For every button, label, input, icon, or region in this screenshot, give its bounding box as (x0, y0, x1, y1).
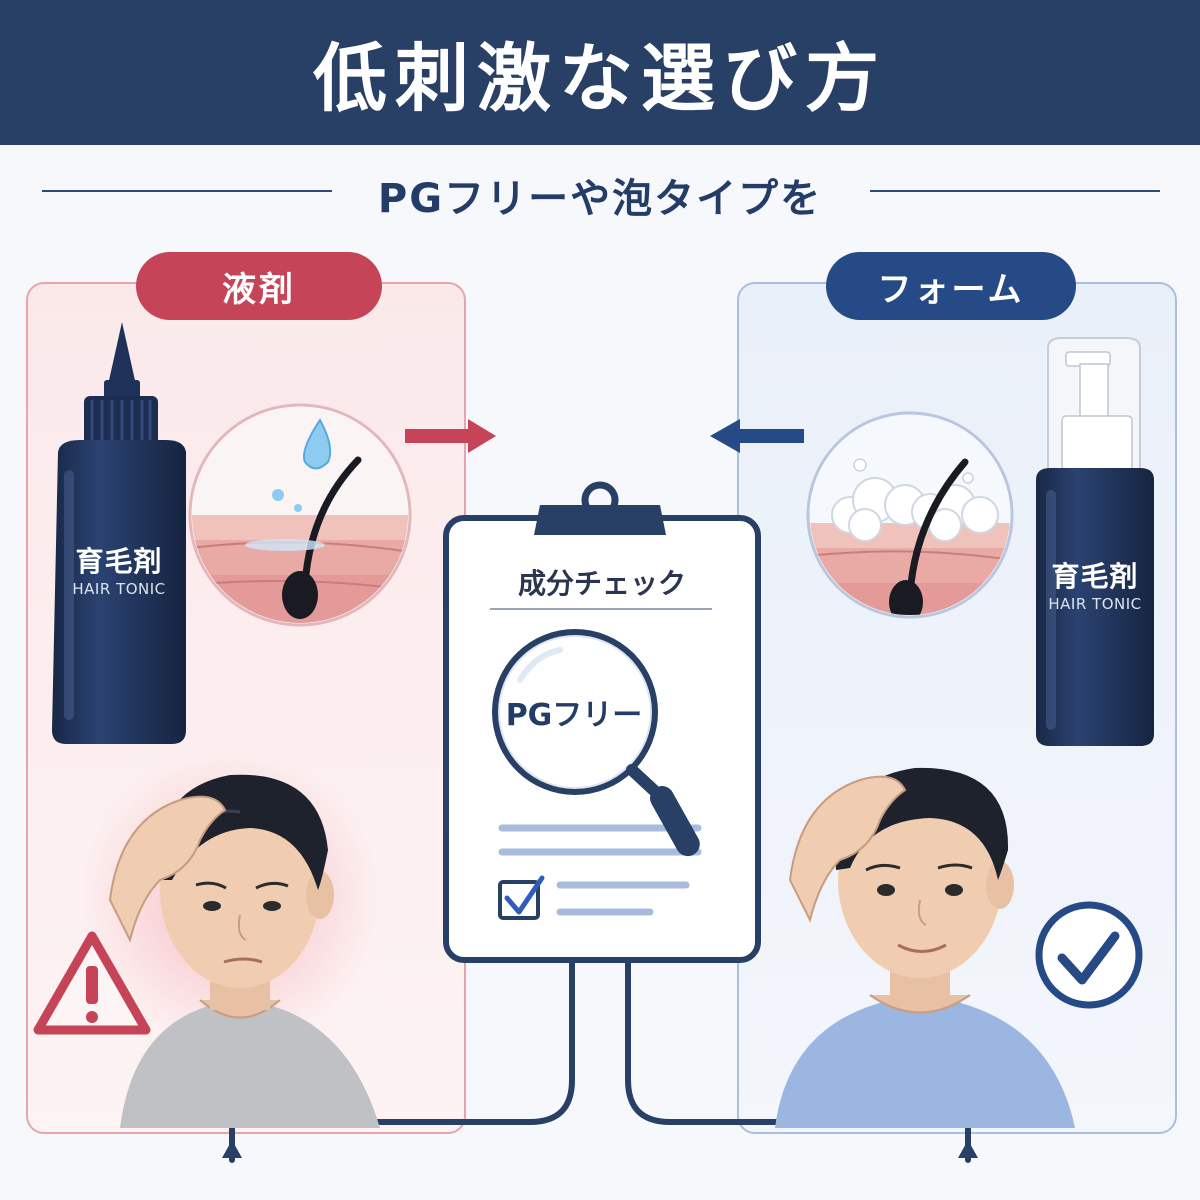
subtitle-rule-left (42, 190, 332, 192)
magnifier-icon (492, 629, 700, 857)
foam-bottle-subname: HAIR TONIC (1048, 595, 1142, 613)
foam-label: フォーム (826, 252, 1076, 320)
foam-bottle-name: 育毛剤 (1051, 560, 1139, 593)
subtitle: PGフリーや泡タイプを (377, 176, 823, 222)
liquid-panel (26, 282, 466, 1134)
checklist-title: 成分チェック (517, 567, 686, 600)
liquid-bottle-name: 育毛剤 (75, 545, 163, 578)
liquid-bottle-label: 育毛剤 HAIR TONIC (52, 540, 186, 598)
page-title: 低刺激な選び方 (313, 36, 887, 122)
liquid-bottle-subname: HAIR TONIC (72, 580, 166, 598)
subtitle-rule-right (870, 190, 1160, 192)
foam-panel (737, 282, 1177, 1134)
magnifier-label: PGフリー (505, 698, 643, 733)
liquid-label: 液剤 (136, 252, 382, 320)
foam-bottle-label: 育毛剤 HAIR TONIC (1036, 555, 1154, 613)
connector-arrow-left (222, 1140, 242, 1158)
title-banner: 低刺激な選び方 (0, 0, 1200, 145)
connector-arrow-right (958, 1140, 978, 1158)
